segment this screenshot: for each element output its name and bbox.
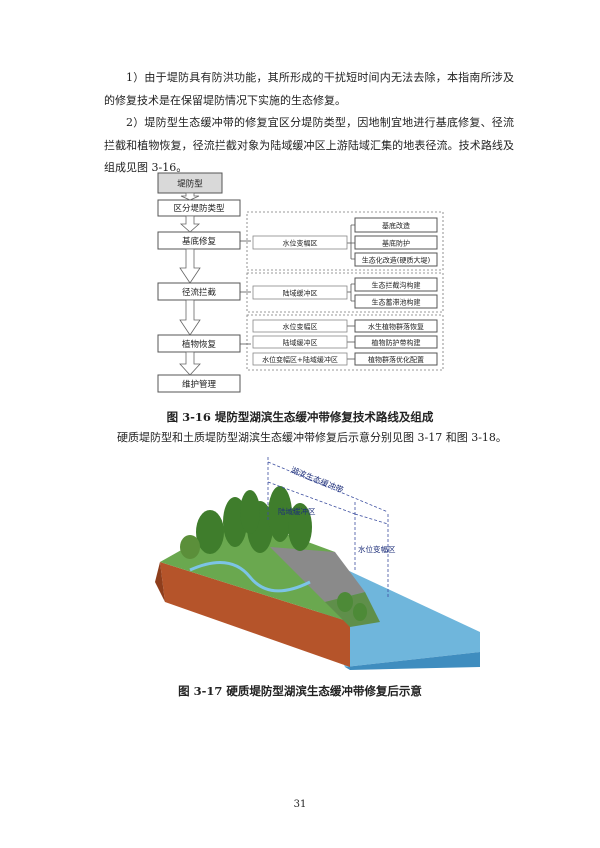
main-box-1: [157, 199, 241, 217]
main-box-5: [157, 374, 241, 393]
main-box-2: [157, 231, 241, 250]
g2-zone-box: [252, 285, 348, 300]
g3-item-1: 植物防护带构建: [372, 338, 421, 347]
trees: [180, 486, 367, 621]
main-box-4: [157, 334, 241, 353]
g3-item-0: 水生植物群落恢复: [368, 322, 424, 331]
main-label-3: 径流拦截: [182, 287, 217, 298]
label-water-fluctuation: 水位变幅区: [358, 544, 396, 554]
g2-zone: 陆域缓冲区: [283, 289, 318, 298]
main-box-3: [157, 282, 241, 301]
flowchart-figure-3-16: 堤防型 区分堤防类型 基底修复 径流拦截 植物恢复 维护管理 水位变幅区 基底改…: [157, 172, 444, 393]
g3-zone-0: 水位变幅区: [283, 322, 318, 331]
g1-item-2-box: [354, 252, 438, 267]
g3-zone-1: 陆域缓冲区: [283, 338, 318, 347]
g2-item-1: 生态蓄滞池构建: [372, 298, 421, 307]
g1-zone: 水位变幅区: [283, 239, 318, 248]
g2-item-1-box: [354, 294, 438, 309]
g1-item-1-box: [354, 235, 438, 250]
paragraph-1: 1）由于堤防具有防洪功能，其所形成的干扰短时间内无法去除，本指南所涉及的修复技术…: [104, 71, 514, 107]
main-label-4: 植物恢复: [182, 339, 217, 350]
zone-boundary-lines: [267, 457, 389, 597]
group-3-dashed: [246, 314, 444, 371]
caption-figure-3-17: 图 3-17 硬质堤防型湖滨生态缓冲带修复后示意: [178, 684, 422, 698]
g1-item-0: 基底改造: [382, 221, 410, 230]
g3-zone-2: 水位变幅区+陆域缓冲区: [262, 355, 338, 364]
down-arrows: [179, 192, 201, 376]
group-2-dashed: [246, 272, 444, 313]
embankment: [270, 547, 365, 602]
paragraph-3: 硬质堤防型和土质堤防型湖滨生态缓冲带修复后示意分别见图 3-17 和图 3-18…: [117, 431, 507, 444]
g1-item-2: 生态化改造(硬质大堤): [362, 256, 431, 265]
group-1-dashed: [246, 211, 444, 271]
paragraph-2: 2）堤防型生态缓冲带的修复宜区分堤防类型，因地制宜地进行基底修复、径流拦截和植物…: [104, 116, 514, 174]
main-label-5: 维护管理: [182, 379, 217, 390]
label-land-buffer: 陆域缓冲区: [278, 506, 316, 516]
illustration-figure-3-17: 湖滨生态缓冲带 陆域缓冲区 水位变幅区: [155, 457, 480, 670]
g2-item-0: 生态拦截沟构建: [372, 281, 421, 290]
g1-item-1: 基底防护: [382, 239, 410, 248]
label-lakeside-buffer: 湖滨生态缓冲带: [289, 465, 345, 495]
caption-figure-3-16: 图 3-16 堤防型湖滨生态缓冲带修复技术路线及组成: [166, 410, 434, 424]
g3-item-2: 植物群落优化配置: [368, 355, 424, 364]
soil-cross-section: [160, 562, 350, 667]
g1-zone-box: [252, 235, 348, 250]
main-label-2: 基底修复: [182, 236, 217, 247]
g1-item-0-box: [354, 217, 438, 233]
g2-item-0-box: [354, 277, 438, 292]
main-label-1: 区分堤防类型: [173, 203, 225, 214]
connectors: [240, 224, 355, 360]
main-label-0: 堤防型: [177, 179, 203, 190]
page-number: 31: [293, 799, 307, 810]
